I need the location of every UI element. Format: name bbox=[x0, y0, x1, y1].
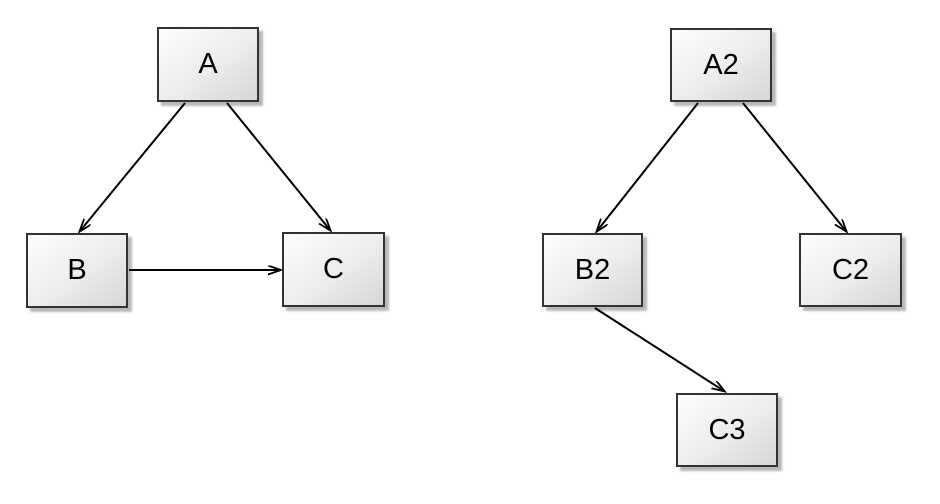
edge-A-B[interactable] bbox=[80, 102, 186, 231]
edge-A2-C2[interactable] bbox=[742, 102, 846, 231]
edge-A2-B2[interactable] bbox=[597, 102, 699, 231]
node-B[interactable]: B bbox=[26, 233, 128, 308]
node-label-A: A bbox=[198, 48, 218, 80]
edge-B2-C3[interactable] bbox=[594, 307, 724, 391]
node-label-A2: A2 bbox=[703, 48, 739, 81]
node-A[interactable]: A bbox=[157, 27, 259, 102]
node-label-C: C bbox=[323, 253, 344, 285]
node-A2[interactable]: A2 bbox=[670, 28, 772, 102]
edge-A-C[interactable] bbox=[226, 102, 330, 230]
node-label-C2: C2 bbox=[831, 253, 870, 286]
node-label-B2: B2 bbox=[574, 253, 611, 286]
node-C3[interactable]: C3 bbox=[676, 393, 778, 467]
node-B2[interactable]: B2 bbox=[542, 233, 643, 307]
node-C2[interactable]: C2 bbox=[799, 233, 902, 307]
node-label-B: B bbox=[67, 254, 87, 286]
node-C[interactable]: C bbox=[282, 232, 385, 307]
node-label-C3: C3 bbox=[708, 413, 746, 446]
